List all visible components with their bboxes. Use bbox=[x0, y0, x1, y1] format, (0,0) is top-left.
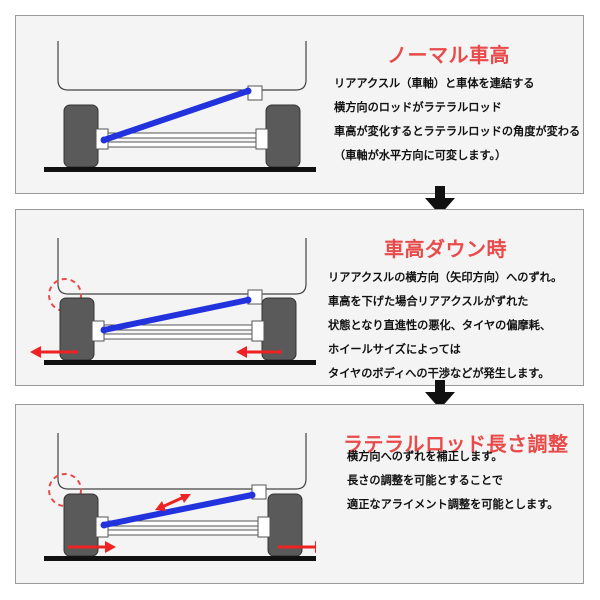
description-line: 車高が変化するとラテラルロッドの角度が変わる bbox=[334, 125, 581, 138]
axle-beam-lower bbox=[107, 141, 257, 148]
description-line: リアアクスルの横方向（矢印方向）へのずれ。 bbox=[328, 271, 563, 284]
lateral-rod bbox=[101, 297, 251, 333]
panel-title: ノーマル車高 bbox=[387, 43, 510, 67]
description-line: 横方向へのずれを補正します。 bbox=[347, 450, 503, 463]
panel-description: 横方向へのずれを補正します。 長さの調整を可能とすることで 適正なアライメント調… bbox=[347, 445, 558, 517]
description-line: 適正なアライメント調整を可能とします。 bbox=[347, 498, 559, 511]
rod-joint-axle bbox=[100, 136, 108, 144]
axle-beam-lower bbox=[103, 333, 253, 340]
description-line: （車軸が水平方向に可変します。） bbox=[334, 149, 507, 162]
panel-title: ラテラルロッド長さ調整 bbox=[343, 432, 569, 456]
panel-normal-height: ノーマル車高 リアアクスル（車軸）と車体を連結する 横方向のロッドがラテラルロッ… bbox=[15, 15, 584, 194]
ground-line bbox=[44, 167, 316, 172]
right-hub bbox=[257, 516, 271, 538]
axle-diagram-lowered bbox=[30, 238, 316, 365]
down-arrow-icon bbox=[425, 186, 455, 215]
right-hub bbox=[255, 128, 269, 150]
right-tire bbox=[265, 104, 301, 168]
axle-beam-lower bbox=[107, 529, 259, 536]
car-body bbox=[57, 41, 307, 91]
rod-joint-body bbox=[244, 296, 252, 304]
description-line: 横方向のロッドがラテラルロッド bbox=[334, 101, 502, 114]
description-line: 長さの調整を可能とすることで bbox=[347, 474, 503, 487]
description-line: 車高を下げた場合リアアクスルがずれた bbox=[328, 295, 529, 308]
axle-diagram-normal bbox=[44, 41, 316, 172]
rod-joint-axle bbox=[100, 521, 108, 529]
dashed-circle-icon bbox=[48, 278, 82, 312]
red-arrow-icon bbox=[68, 541, 116, 553]
rod-joint-body bbox=[244, 87, 252, 95]
double-arrow-icon bbox=[155, 494, 191, 511]
ground-line bbox=[44, 360, 316, 365]
car-body bbox=[57, 238, 307, 295]
description-line: タイヤのボディへの干渉などが発生します。 bbox=[328, 367, 550, 380]
rod-joint-body bbox=[248, 491, 256, 499]
description-line: リアアクスル（車軸）と車体を連結する bbox=[334, 77, 535, 90]
panel-description: リアアクスルの横方向（矢印方向）へのずれ。 車高を下げた場合リアアクスルがずれた… bbox=[328, 266, 562, 386]
down-arrow-icon bbox=[425, 380, 455, 409]
rod-joint-axle bbox=[100, 326, 108, 334]
car-body bbox=[57, 433, 307, 490]
panel-lowered-height: 車高ダウン時 リアアクスルの横方向（矢印方向）へのずれ。 車高を下げた場合リアア… bbox=[15, 209, 584, 386]
lateral-rod bbox=[101, 88, 251, 143]
panel-title: 車高ダウン時 bbox=[384, 237, 507, 261]
description-line: ホイールサイズによっては bbox=[328, 343, 461, 356]
red-arrow-icon bbox=[278, 541, 316, 553]
axle-diagram-adjusted bbox=[44, 433, 316, 561]
panel-lateral-rod-adjust: ラテラルロッド長さ調整 横方向へのずれを補正します。 長さの調整を可能とすること… bbox=[15, 404, 584, 584]
dashed-circle-icon bbox=[48, 473, 82, 507]
description-line: 状態となり直進性の悪化、タイヤの偏摩耗、 bbox=[328, 319, 552, 332]
right-hub bbox=[251, 320, 265, 342]
ground-line bbox=[44, 556, 316, 561]
left-tire bbox=[63, 104, 99, 168]
red-arrow-icon bbox=[30, 346, 78, 358]
lateral-rod bbox=[101, 492, 255, 528]
panel-description: リアアクスル（車軸）と車体を連結する 横方向のロッドがラテラルロッド 車高が変化… bbox=[334, 72, 580, 168]
red-arrow-icon bbox=[236, 346, 282, 358]
